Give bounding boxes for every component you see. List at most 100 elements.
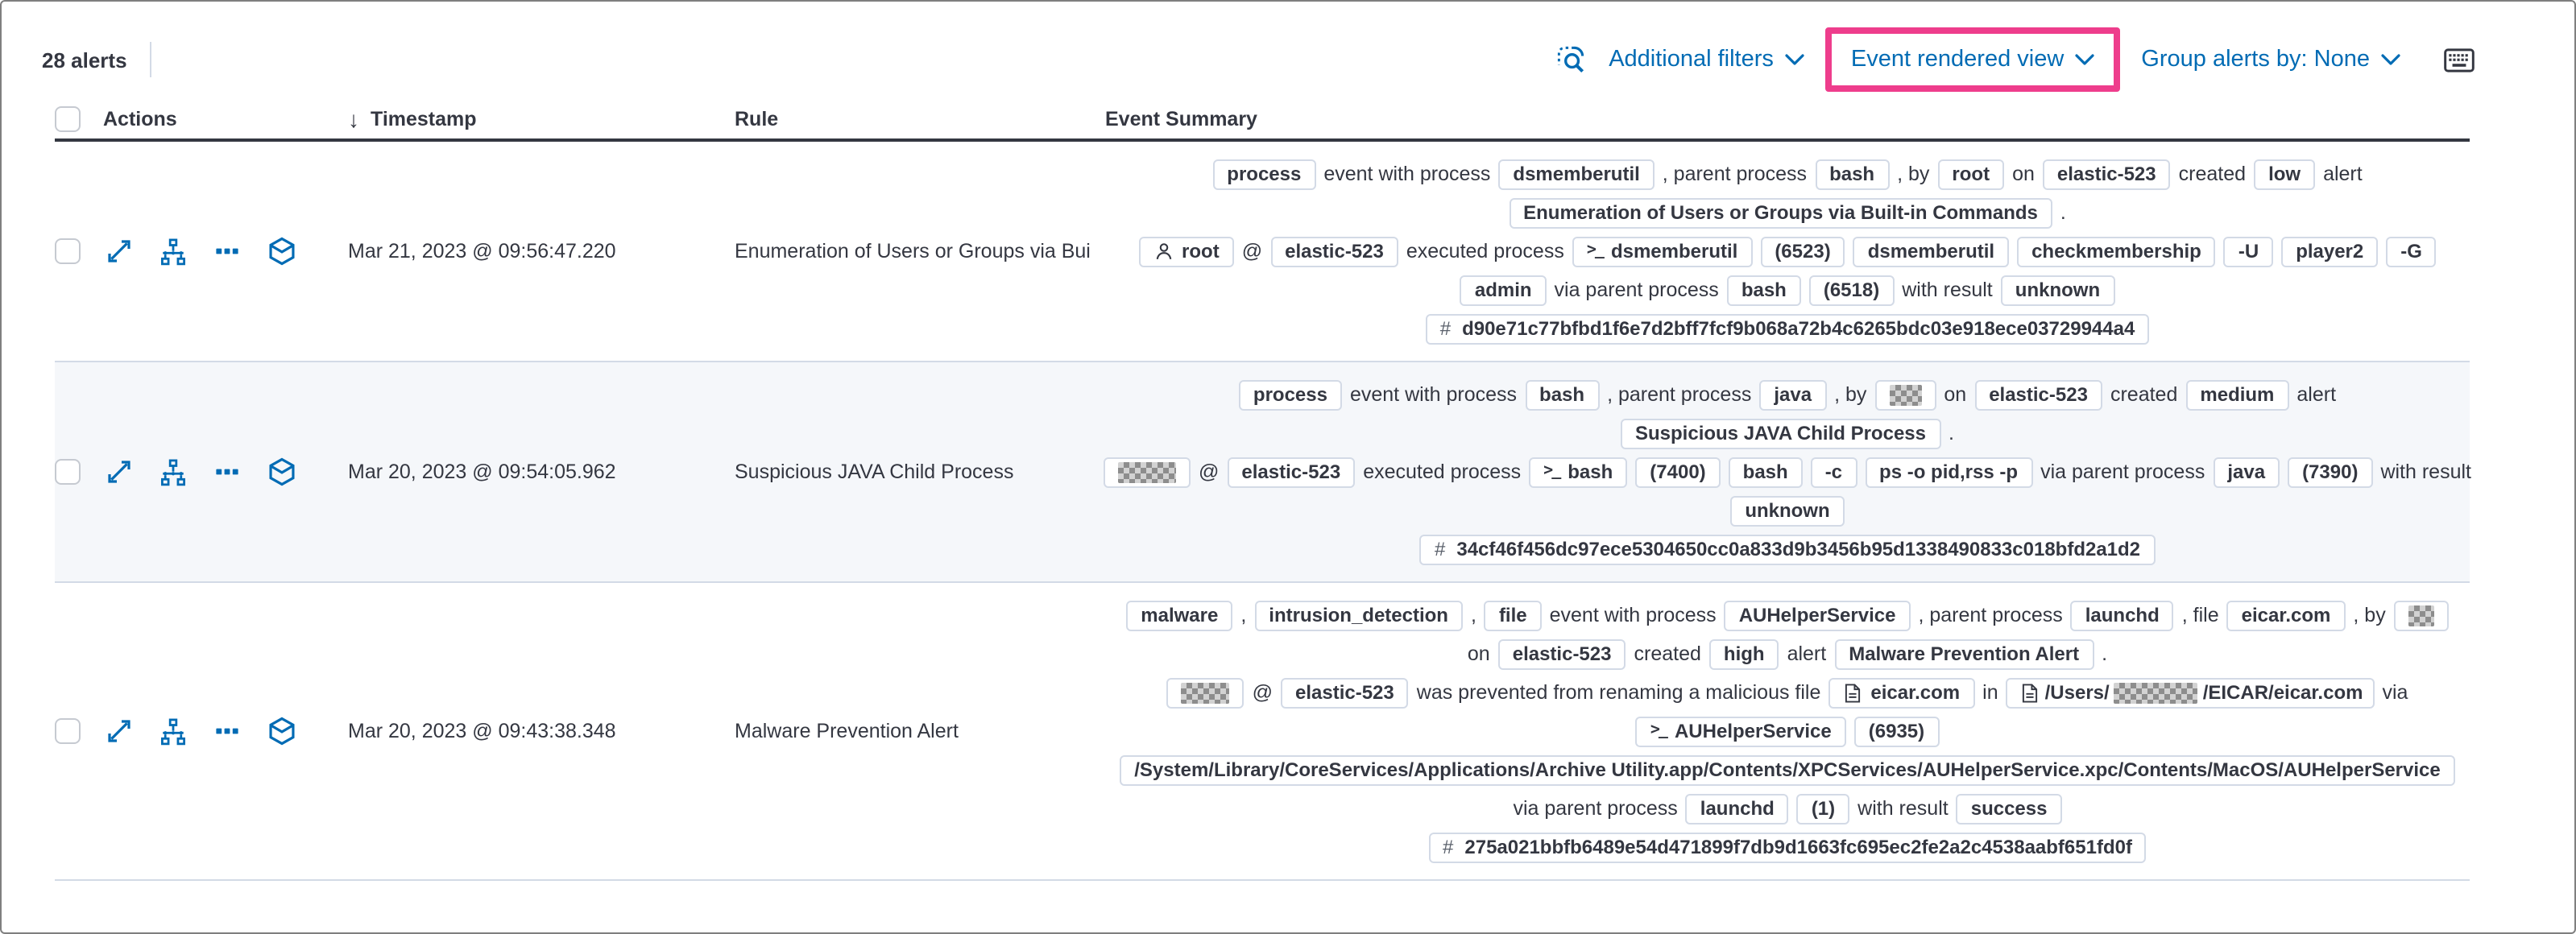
field-badge[interactable]: medium bbox=[2185, 379, 2289, 410]
field-badge[interactable]: dsmemberutil bbox=[1498, 159, 1655, 189]
open-session-view-button[interactable] bbox=[264, 713, 300, 749]
row-timestamp: Mar 21, 2023 @ 09:56:47.220 bbox=[348, 240, 616, 262]
field-badge[interactable]: elastic-523 bbox=[2042, 159, 2171, 189]
alerts-table: Actions ↓ Timestamp Rule Event Summary M… bbox=[42, 98, 2471, 881]
process-badge[interactable]: >_dsmemberutil bbox=[1572, 236, 1753, 267]
inspect-button[interactable] bbox=[1552, 42, 1588, 77]
field-badge[interactable]: checkmembership bbox=[2017, 236, 2216, 267]
additional-filters-button[interactable]: Additional filters bbox=[1609, 47, 1804, 72]
select-alert-checkbox[interactable] bbox=[55, 459, 81, 485]
field-badge[interactable]: elastic-523 bbox=[1497, 639, 1626, 669]
field-badge[interactable]: elastic-523 bbox=[1974, 379, 2102, 410]
process-badge[interactable]: >_AUHelperService bbox=[1635, 716, 1846, 746]
field-badge[interactable]: launchd bbox=[2070, 600, 2174, 630]
analyze-event-button[interactable] bbox=[156, 455, 190, 489]
badge-text: launchd bbox=[1700, 797, 1775, 820]
field-badge[interactable]: root bbox=[1937, 159, 2005, 189]
expand-event-button[interactable] bbox=[103, 456, 135, 488]
field-badge[interactable]: Enumeration of Users or Groups via Built… bbox=[1509, 197, 2052, 228]
field-badge[interactable]: eicar.com bbox=[2226, 600, 2346, 630]
field-badge[interactable]: player2 bbox=[2281, 236, 2379, 267]
field-badge[interactable]: admin bbox=[1460, 275, 1547, 305]
field-badge[interactable]: java bbox=[1759, 379, 1827, 410]
row-rule[interactable]: Suspicious JAVA Child Process bbox=[735, 461, 1014, 483]
group-alerts-by-button[interactable]: Group alerts by: None bbox=[2141, 47, 2400, 72]
field-badge[interactable]: (6523) bbox=[1760, 236, 1845, 267]
field-badge[interactable]: ps -o pid,rss -p bbox=[1865, 457, 2033, 487]
field-badge[interactable]: (7400) bbox=[1635, 457, 1721, 487]
field-badge[interactable]: intrusion_detection bbox=[1254, 600, 1463, 630]
field-badge[interactable]: unknown bbox=[1730, 495, 1845, 526]
field-badge[interactable]: elastic-523 bbox=[1227, 457, 1356, 487]
header-timestamp[interactable]: ↓ Timestamp bbox=[345, 105, 731, 131]
field-badge[interactable]: elastic-523 bbox=[1281, 677, 1409, 708]
redacted-badge[interactable] bbox=[1104, 457, 1191, 487]
field-badge[interactable]: bash bbox=[1815, 159, 1890, 189]
field-badge[interactable]: -U bbox=[2223, 236, 2274, 267]
field-badge[interactable]: low bbox=[2254, 159, 2316, 189]
field-badge[interactable]: malware bbox=[1126, 600, 1233, 630]
field-badge[interactable]: AUHelperService bbox=[1724, 600, 1911, 630]
select-all-checkbox[interactable] bbox=[55, 105, 81, 131]
redacted-badge[interactable] bbox=[1166, 677, 1245, 708]
hash-icon: # bbox=[1434, 538, 1446, 560]
analyze-event-button[interactable] bbox=[156, 714, 190, 748]
field-badge[interactable]: -c bbox=[1810, 457, 1857, 487]
redacted-content bbox=[2114, 682, 2198, 703]
field-badge[interactable]: success bbox=[1956, 793, 2062, 824]
open-session-view-button[interactable] bbox=[264, 234, 300, 269]
more-actions-icon bbox=[214, 718, 240, 744]
badge-text: (6518) bbox=[1823, 279, 1880, 301]
file-badge[interactable]: eicar.com bbox=[1828, 677, 1975, 708]
hash-badge[interactable]: #275a021bbfb6489e54d471899f7db9d1663fc69… bbox=[1428, 832, 2147, 862]
field-badge[interactable]: file bbox=[1484, 600, 1542, 630]
field-badge[interactable]: process bbox=[1238, 379, 1342, 410]
hash-badge[interactable]: #d90e71c77bfbd1f6e7d2bff7fcf9b068a72b4c6… bbox=[1425, 313, 2150, 344]
field-badge[interactable]: bash bbox=[1726, 275, 1801, 305]
field-badge[interactable]: process bbox=[1212, 159, 1316, 189]
field-badge[interactable]: Malware Prevention Alert bbox=[1834, 639, 2094, 669]
row-rule[interactable]: Enumeration of Users or Groups via Bui bbox=[735, 240, 1091, 262]
field-badge[interactable]: /System/Library/CoreServices/Application… bbox=[1120, 754, 2455, 785]
field-badge[interactable]: unknown bbox=[2000, 275, 2115, 305]
select-alert-checkbox[interactable] bbox=[55, 718, 81, 744]
expand-event-button[interactable] bbox=[103, 715, 135, 747]
badge-text: launchd bbox=[2085, 604, 2160, 626]
field-badge[interactable]: bash bbox=[1525, 379, 1600, 410]
field-badge[interactable]: elastic-523 bbox=[1270, 236, 1398, 267]
more-actions-button[interactable] bbox=[211, 715, 243, 747]
field-badge[interactable]: high bbox=[1708, 639, 1779, 669]
user-badge[interactable]: root bbox=[1138, 236, 1234, 267]
process-badge[interactable]: >_bash bbox=[1529, 457, 1628, 487]
select-alert-checkbox[interactable] bbox=[55, 238, 81, 264]
more-actions-button[interactable] bbox=[211, 235, 243, 267]
field-badge[interactable]: java bbox=[2213, 457, 2280, 487]
redacted-badge[interactable] bbox=[1874, 379, 1936, 410]
field-badge[interactable]: (1) bbox=[1796, 793, 1850, 824]
summary-text: event with process bbox=[1549, 604, 1717, 626]
event-summary-line: #34cf46f456dc97ece5304650cc0a833d9b3456b… bbox=[1419, 530, 2156, 568]
open-session-view-button[interactable] bbox=[264, 454, 300, 490]
field-badge[interactable]: (7390) bbox=[2288, 457, 2373, 487]
header-event-summary[interactable]: Event Summary bbox=[1105, 107, 2470, 130]
event-rendered-view-button[interactable]: Event rendered view bbox=[1851, 47, 2094, 72]
more-actions-button[interactable] bbox=[211, 456, 243, 488]
badge-text: low bbox=[2268, 163, 2301, 185]
expand-event-button[interactable] bbox=[103, 235, 135, 267]
field-badge[interactable]: launchd bbox=[1685, 793, 1789, 824]
additional-filters-label: Additional filters bbox=[1609, 47, 1774, 72]
analyze-event-button[interactable] bbox=[156, 234, 190, 268]
field-badge[interactable]: Suspicious JAVA Child Process bbox=[1621, 418, 1940, 448]
hash-badge[interactable]: #34cf46f456dc97ece5304650cc0a833d9b3456b… bbox=[1419, 534, 2156, 564]
field-badge[interactable]: -G bbox=[2386, 236, 2437, 267]
header-rule[interactable]: Rule bbox=[731, 107, 1105, 130]
field-badge[interactable]: (6935) bbox=[1853, 716, 1940, 746]
field-badge[interactable]: dsmemberutil bbox=[1853, 236, 2010, 267]
field-badge[interactable]: (6518) bbox=[1808, 275, 1895, 305]
row-rule[interactable]: Malware Prevention Alert bbox=[735, 720, 959, 742]
file-badge[interactable]: /Users//EICAR/eicar.com bbox=[2006, 677, 2375, 708]
keyboard-shortcuts-button[interactable] bbox=[2441, 44, 2478, 75]
redacted-badge[interactable] bbox=[2393, 600, 2449, 630]
field-badge[interactable]: bash bbox=[1728, 457, 1803, 487]
